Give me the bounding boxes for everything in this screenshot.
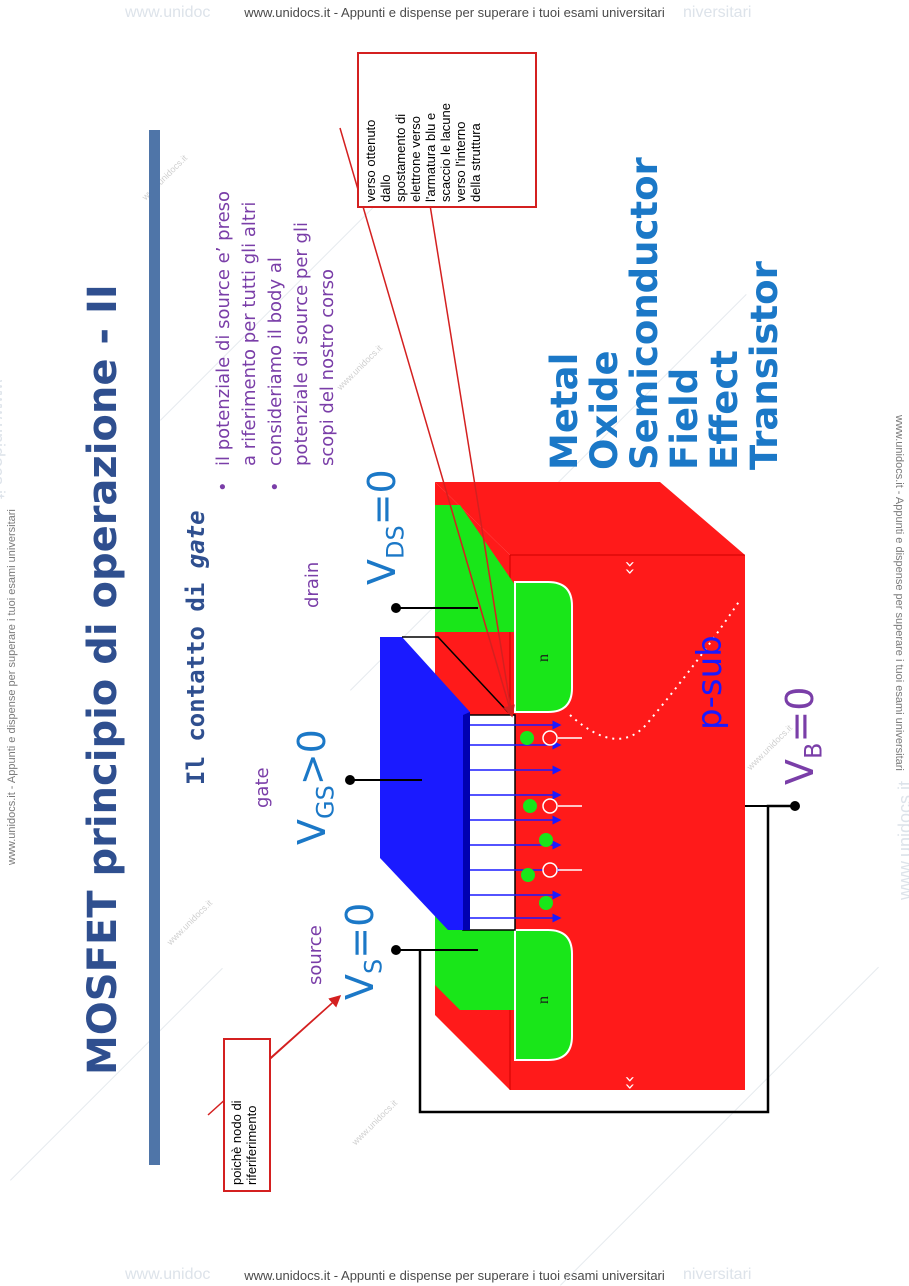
vgs-main: V — [290, 819, 334, 845]
acronym-effect: Effect — [703, 350, 746, 470]
break-mark-top: ‹‹ — [619, 561, 640, 575]
vb-sub: B — [799, 742, 828, 759]
drain-n-label: n — [535, 654, 552, 662]
vs-sub: S — [359, 958, 388, 974]
drain-diffusion-front — [514, 581, 573, 713]
watermark-bottom: www.unidocs.it - Appunti e dispense per … — [244, 1268, 665, 1283]
callout-top-line-3: spostamento di — [393, 113, 408, 202]
callout-top-line-8: della struttura — [468, 123, 483, 202]
callout-top-pointer — [339, 127, 515, 718]
vs-main: V — [338, 974, 382, 1000]
source-n-label: n — [535, 996, 552, 1004]
gate-oxide — [462, 714, 516, 931]
watermark-ghost-left: www.unidoc — [125, 4, 211, 21]
acronym-metal: Metal — [543, 352, 586, 470]
drain-diffusion-top — [435, 505, 515, 632]
drain-terminal — [391, 603, 401, 613]
vds-label: VDS=0 — [360, 469, 410, 585]
callout-bottom-line-2: riferiferimento — [244, 1105, 259, 1185]
drain-contact-outline — [402, 636, 509, 713]
callout-top-pointer-2 — [429, 204, 513, 717]
source-label: source — [305, 925, 326, 985]
watermark-ghost-left-bottom: www.unidoc — [125, 1266, 211, 1283]
vgs-rest: >0 — [290, 729, 334, 786]
substrate-top-face — [435, 482, 745, 555]
watermark-ghost-right: niversitari — [683, 4, 752, 21]
vds-rest: =0 — [360, 469, 404, 526]
acronym-field: Field — [663, 367, 706, 470]
callout-top-text: verso ottenuto dallo spostamento di elet… — [363, 103, 483, 202]
acronym-transistor: Transistor — [743, 261, 786, 470]
callout-top-line-7: verso l'interno — [453, 121, 468, 202]
callout-bottom: poichè nodo di riferiferimento — [223, 1038, 271, 1192]
vs-rest: =0 — [338, 902, 382, 959]
acronym-block: Metal Oxide Semiconductor Field Effect T… — [543, 157, 786, 470]
source-terminal — [391, 945, 401, 955]
title-bar — [149, 130, 160, 1165]
vb-main: V — [778, 759, 822, 785]
vb-label: VB=0 — [778, 687, 828, 786]
gate-plate — [380, 637, 470, 930]
gate-plate-edge — [463, 712, 470, 930]
acronym-semiconductor: Semiconductor — [623, 157, 666, 470]
vgs-label: VGS>0 — [290, 729, 340, 845]
vgs-sub: GS — [311, 785, 340, 819]
vb-rest: =0 — [778, 686, 822, 743]
vds-sub: DS — [381, 525, 410, 559]
vs-label: VS=0 — [338, 903, 388, 1000]
gate-terminal — [345, 775, 355, 785]
callout-top-line-6: scaccio le lacune — [438, 103, 453, 202]
callout-bottom-pointer-2 — [267, 995, 341, 1061]
callout-top-line-1: verso ottenuto — [363, 119, 378, 202]
callout-bottom-text: poichè nodo di riferiferimento — [229, 1100, 259, 1185]
callout-top: verso ottenuto dallo spostamento di elet… — [357, 52, 537, 208]
source-diffusion-top — [435, 905, 515, 1010]
acronym-oxide: Oxide — [583, 350, 626, 470]
drain-label: drain — [302, 561, 323, 608]
callout-top-line-4: elettrone verso — [408, 116, 423, 202]
gate-label: gate — [252, 767, 273, 808]
callout-top-line-5: l'armatura blu e — [423, 112, 438, 202]
callout-bottom-line-1: poichè nodo di — [229, 1100, 244, 1185]
watermark-top: www.unidocs.it - Appunti e dispense per … — [244, 5, 665, 20]
body-terminal — [790, 801, 800, 811]
break-mark-bottom: ‹‹ — [619, 1076, 640, 1090]
callout-top-line-2: dallo — [378, 174, 393, 202]
watermark-ghost-right-bottom: niversitari — [683, 1266, 752, 1283]
body-wire — [418, 804, 795, 1114]
p-sub-label: p-sub — [690, 635, 730, 730]
vds-main: V — [360, 559, 404, 585]
carriers — [520, 730, 582, 910]
source-diffusion-front — [514, 929, 573, 1061]
